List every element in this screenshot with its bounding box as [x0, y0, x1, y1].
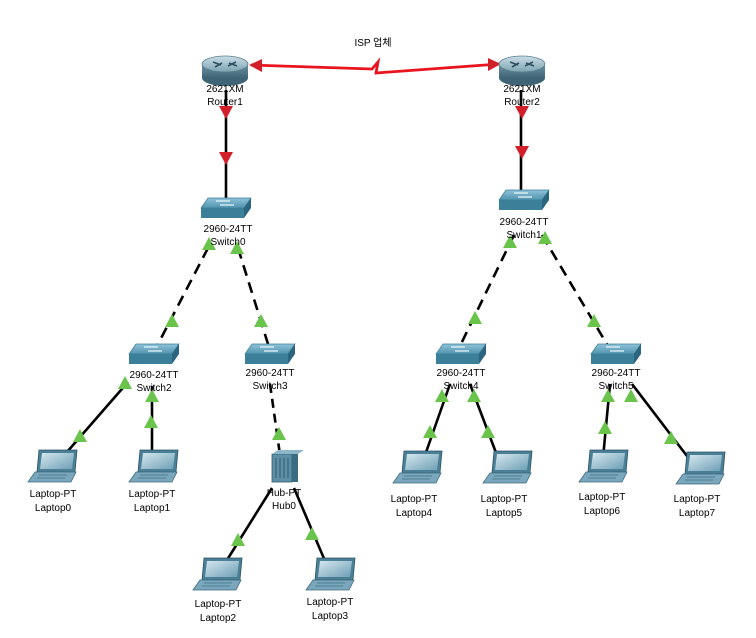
port-indicator-laptop3	[305, 527, 319, 540]
port-indicator-laptop1	[144, 415, 158, 428]
device-name: Switch4	[443, 381, 478, 392]
laptop5[interactable]: Laptop-PT Laptop5	[481, 450, 533, 519]
hub0[interactable]: Hub-PT Hub0	[267, 449, 305, 512]
device-name: Laptop4	[396, 508, 433, 519]
port-indicator-switch0-uplink	[219, 152, 233, 165]
device-model: 2960-24TT	[437, 368, 486, 379]
switch3[interactable]: 2960-24TT Switch3	[244, 343, 296, 392]
switch-icon	[200, 197, 252, 219]
port-indicator-switch4-up	[468, 311, 482, 324]
device-name: Switch0	[210, 237, 245, 248]
laptop4[interactable]: Laptop-PT Laptop4	[391, 450, 443, 519]
link-switch0-switch2[interactable]	[155, 247, 210, 347]
laptop-icon	[578, 449, 629, 483]
device-name: Laptop1	[134, 503, 171, 514]
laptop-icon	[128, 449, 179, 483]
link-indicator-router2-wan	[488, 58, 501, 71]
link-switch0-switch3[interactable]	[236, 247, 270, 345]
switch0[interactable]: 2960-24TT Switch0	[200, 197, 253, 248]
device-model: 2960-24TT	[500, 217, 549, 228]
device-name: Laptop6	[584, 506, 621, 517]
switch-icon	[590, 343, 642, 365]
port-indicator-hub0-up	[272, 427, 286, 440]
laptop2[interactable]: Laptop-PT Laptop2	[192, 557, 243, 624]
switch-icon	[128, 343, 180, 365]
port-indicator-switch1-uplink	[515, 146, 529, 159]
router-icon	[201, 55, 249, 87]
switch2[interactable]: 2960-24TT Switch2	[128, 343, 180, 394]
device-model: Laptop-PT	[674, 494, 721, 505]
device-name: Laptop7	[679, 508, 716, 519]
laptop-icon	[392, 450, 443, 484]
switch1[interactable]: 2960-24TT Switch1	[498, 189, 550, 241]
laptop1[interactable]: Laptop-PT Laptop1	[128, 449, 179, 514]
device-name: Router1	[207, 97, 243, 108]
switch4[interactable]: 2960-24TT Switch4	[435, 343, 487, 392]
device-name: Laptop5	[486, 508, 523, 519]
device-model: 2960-24TT	[592, 368, 641, 379]
device-name: Switch3	[252, 381, 287, 392]
device-name: Switch1	[506, 230, 541, 241]
laptop-icon	[192, 557, 243, 591]
device-name: Switch5	[598, 381, 633, 392]
wan-link-label: ISP 업체	[354, 36, 391, 49]
device-name: Laptop3	[312, 611, 349, 622]
device-model: Laptop-PT	[481, 494, 528, 505]
wan-serial-link[interactable]	[250, 57, 500, 75]
laptop0[interactable]: Laptop-PT Laptop0	[27, 449, 78, 514]
router1[interactable]: 2621XM Router1	[201, 55, 249, 108]
link-switch3-hub0[interactable]	[268, 383, 282, 456]
device-model: Laptop-PT	[30, 489, 77, 500]
link-switch2-laptop0[interactable]	[59, 381, 129, 461]
switch-icon	[244, 343, 296, 365]
device-model: Laptop-PT	[391, 494, 438, 505]
link-switch5-laptop7[interactable]	[630, 383, 692, 461]
switch-icon	[498, 189, 550, 211]
device-model: Laptop-PT	[129, 489, 176, 500]
router2[interactable]: 2621XM Router2	[498, 55, 546, 108]
device-model: Laptop-PT	[195, 599, 242, 610]
link-switch1-switch5[interactable]	[540, 234, 610, 347]
laptop-icon	[482, 450, 533, 484]
laptop7[interactable]: Laptop-PT Laptop7	[674, 451, 726, 519]
router-icon	[498, 55, 546, 87]
device-name: Hub0	[272, 501, 296, 512]
device-model: 2960-24TT	[204, 224, 253, 235]
link-switch4-laptop4[interactable]	[422, 383, 452, 459]
hub-icon	[271, 449, 305, 483]
link-hub0-laptop2[interactable]	[220, 487, 274, 569]
switch5[interactable]: 2960-24TT Switch5	[590, 343, 642, 392]
device-model: 2960-24TT	[246, 368, 295, 379]
laptop-icon	[27, 449, 78, 483]
device-model: 2621XM	[503, 84, 540, 95]
laptop6[interactable]: Laptop-PT Laptop6	[578, 449, 629, 517]
device-name: Router2	[504, 97, 540, 108]
device-model: 2960-24TT	[130, 370, 179, 381]
device-name: Laptop2	[200, 613, 237, 624]
port-indicator-laptop6	[598, 421, 612, 434]
device-name: Laptop0	[35, 503, 72, 514]
device-model: Hub-PT	[267, 488, 301, 499]
laptop-icon	[675, 451, 726, 485]
link-switch1-switch4[interactable]	[458, 234, 516, 347]
switch-icon	[435, 343, 487, 365]
link-hub0-laptop3[interactable]	[292, 487, 330, 569]
port-indicator-laptop7	[664, 431, 678, 444]
port-indicator-laptop5	[481, 425, 495, 438]
device-model: Laptop-PT	[307, 597, 354, 608]
device-model: 2621XM	[206, 84, 243, 95]
device-model: Laptop-PT	[579, 492, 626, 503]
laptop-icon	[305, 557, 356, 591]
port-indicator-switch2-up	[165, 314, 179, 327]
port-indicator-switch3-up	[254, 314, 268, 327]
device-name: Switch2	[136, 383, 171, 394]
link-indicator-router1-wan	[249, 59, 262, 72]
laptop3[interactable]: Laptop-PT Laptop3	[305, 557, 356, 622]
